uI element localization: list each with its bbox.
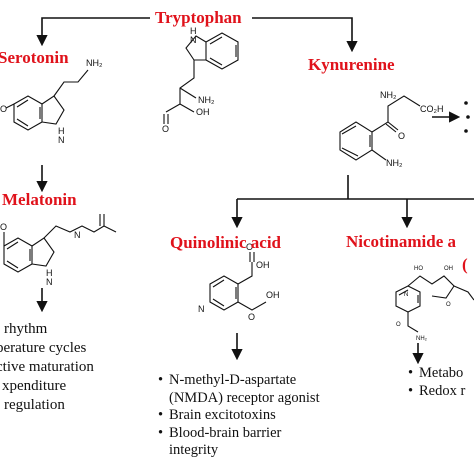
tryptophan-structure: H N NH₂ OH O: [162, 26, 239, 134]
svg-text:OH: OH: [256, 260, 270, 270]
svg-text:OH: OH: [444, 266, 453, 272]
kynurenine-structure: NH₂ CO₂H O NH₂: [339, 90, 444, 168]
svg-text:H: H: [46, 268, 53, 278]
list-item: ctive maturation: [0, 359, 94, 375]
nicotinamide-structure: HO OH N O NH₂ O: [395, 266, 474, 342]
svg-text:O: O: [396, 322, 401, 328]
list-item: integrity: [169, 442, 219, 458]
svg-text:OH: OH: [196, 107, 210, 117]
melatonin-effects-list: .rhythm perature cycles ctive maturation…: [0, 320, 94, 415]
list-item: .rhythm: [4, 321, 48, 337]
svg-text:O: O: [246, 242, 253, 252]
list-item: (NMDA) receptor agonist: [169, 389, 320, 406]
svg-text:O: O: [162, 124, 169, 134]
svg-text:NH₂: NH₂: [386, 158, 403, 168]
trp-to-serotonin-line: [36, 17, 150, 47]
continuation-dot: [464, 101, 468, 105]
list-item: •N-methyl-D-aspartate: [158, 372, 297, 388]
nicotinamide-title-paren: (: [462, 255, 468, 274]
nicotinamide-title: Nicotinamide a: [346, 232, 457, 251]
svg-text:N: N: [190, 35, 197, 45]
continuation-dot: [466, 115, 470, 119]
svg-text:CO₂H: CO₂H: [420, 104, 444, 114]
svg-text:OH: OH: [266, 290, 280, 300]
list-item: •Blood-brain barrier: [158, 424, 282, 441]
quinolinic-structure: O OH O OH N: [198, 242, 280, 322]
quinolinic-acid-title: Quinolinic acid: [170, 233, 281, 252]
tryptophan-title: Tryptophan: [155, 8, 242, 27]
serotonin-title: Serotonin: [0, 48, 69, 67]
svg-text:NH₂: NH₂: [86, 58, 103, 68]
trp-to-kynurenine-line: [252, 17, 358, 53]
svg-text:NH₂: NH₂: [416, 336, 428, 342]
svg-text:H: H: [58, 126, 65, 136]
svg-text:N: N: [74, 230, 81, 240]
svg-text:N: N: [404, 292, 408, 298]
kynurenine-title: Kynurenine: [308, 55, 395, 74]
list-item: xpenditure: [2, 378, 67, 394]
list-item: •Brain excitotoxins: [158, 407, 276, 423]
svg-text:HO: HO: [414, 266, 423, 272]
svg-text:NH₂: NH₂: [198, 95, 215, 105]
svg-text:O: O: [398, 131, 405, 141]
svg-text:O: O: [0, 104, 7, 114]
nicotinamide-effects-list: •Metabo •Redox r: [408, 365, 465, 400]
serotonin-structure: NH₂ O H N: [0, 58, 103, 145]
melatonin-title: Melatonin: [2, 190, 77, 209]
svg-text:NH₂: NH₂: [380, 90, 397, 100]
melatonin-structure: O H N N: [0, 214, 117, 287]
list-item: regulation: [4, 397, 65, 413]
continuation-dot: [464, 129, 468, 133]
list-item: •Metabo: [408, 365, 464, 381]
svg-text:O: O: [248, 312, 255, 322]
svg-text:N: N: [46, 277, 53, 287]
svg-text:N: N: [198, 304, 205, 314]
svg-text:O: O: [0, 222, 7, 232]
svg-text:N: N: [58, 135, 65, 145]
svg-text:H: H: [190, 26, 197, 36]
quinolinic-effects-list: •N-methyl-D-aspartate (NMDA) receptor ag…: [158, 372, 320, 460]
list-item: •Redox r: [408, 382, 466, 399]
list-item: perature cycles: [0, 340, 87, 356]
svg-text:O: O: [446, 302, 451, 308]
